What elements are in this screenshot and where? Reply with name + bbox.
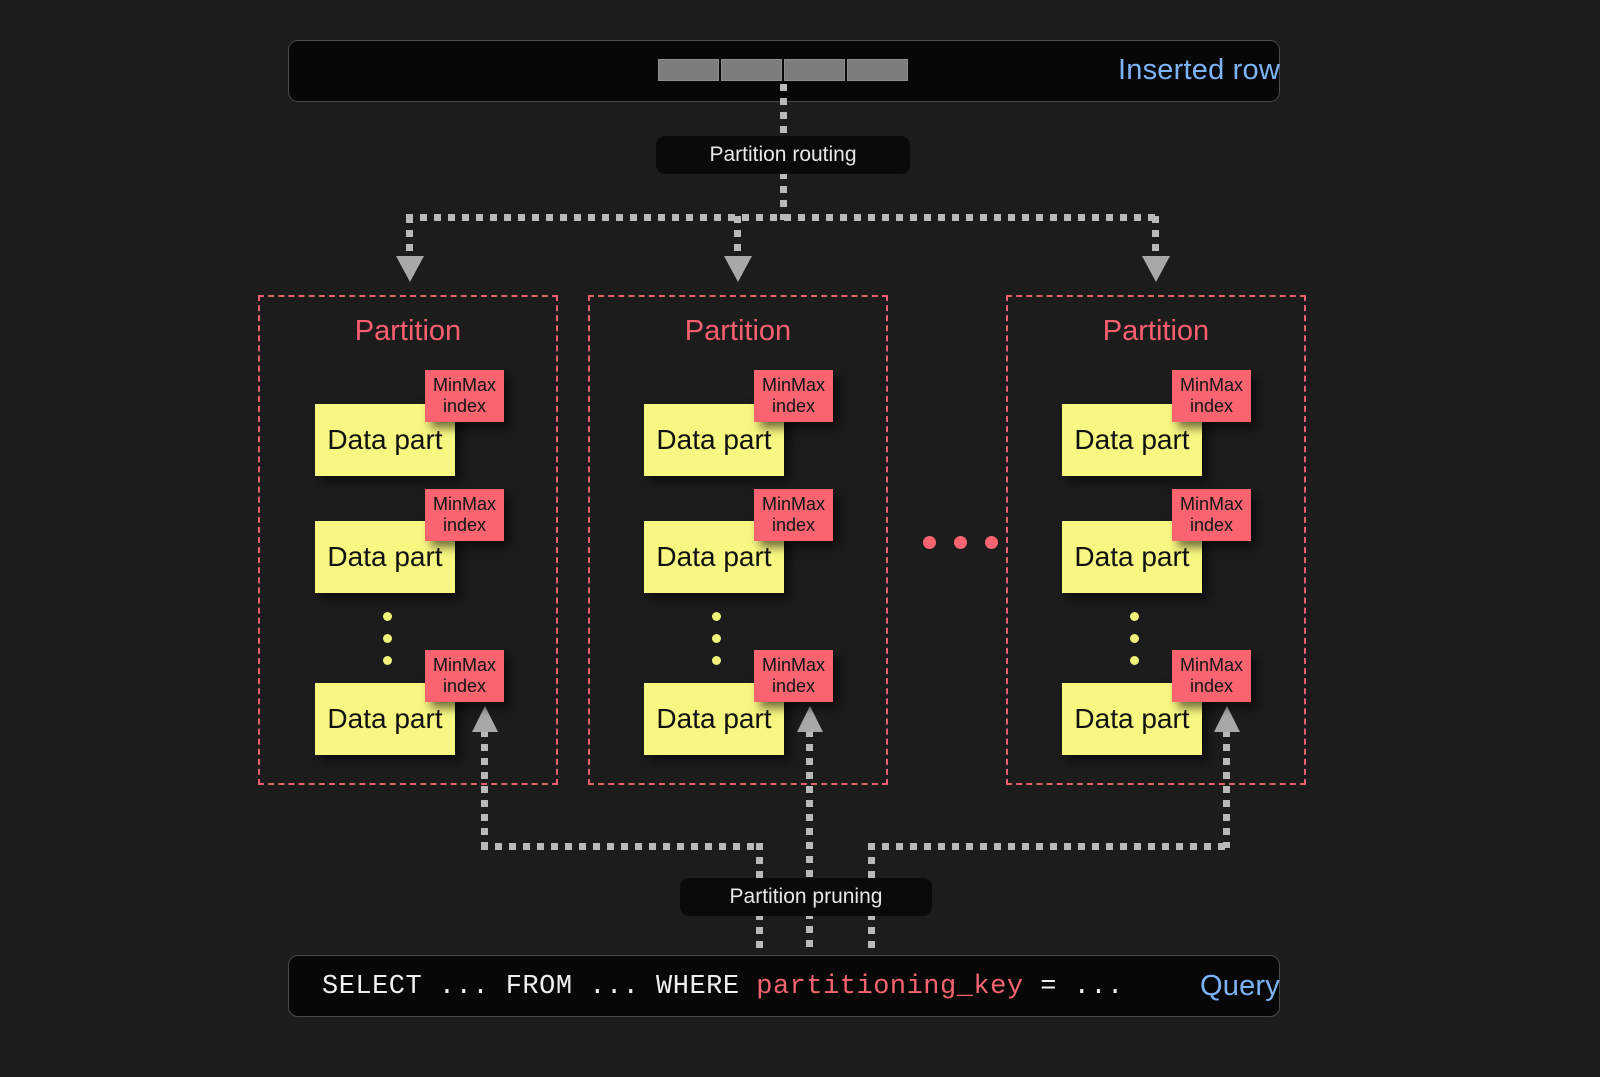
minmax-index-box: MinMax index — [754, 650, 833, 702]
connector-bus-to-partition-2 — [734, 216, 741, 260]
inserted-row-label: Inserted row — [1118, 54, 1280, 86]
connector-pruning-bus-left — [481, 843, 763, 850]
connector-pruning-to-partition-1 — [481, 730, 488, 848]
minmax-index-box: MinMax index — [1172, 370, 1251, 422]
minmax-index-box: MinMax index — [1172, 650, 1251, 702]
query-bar — [288, 955, 1280, 1017]
data-part-ellipsis — [712, 612, 721, 678]
minmax-line-2: index — [442, 676, 487, 696]
minmax-index-box: MinMax index — [425, 650, 504, 702]
minmax-line-1: MinMax — [761, 654, 825, 675]
partition-routing-box: Partition routing — [656, 136, 910, 174]
inserted-row-cells — [658, 59, 908, 81]
partition-title: Partition — [1102, 315, 1210, 347]
sql-partitioning-key: partitioning_key — [756, 972, 1024, 1002]
data-part-box: Data part — [1062, 683, 1202, 755]
minmax-line-2: index — [442, 515, 487, 535]
sql-suffix: = ... — [1023, 972, 1124, 1002]
minmax-line-1: MinMax — [761, 493, 825, 514]
arrow-into-partition-3 — [1142, 256, 1170, 282]
minmax-line-1: MinMax — [432, 493, 496, 514]
minmax-line-1: MinMax — [1179, 374, 1243, 395]
partition-container-3: Partition — [1006, 295, 1306, 785]
data-part-box: Data part — [1062, 521, 1202, 593]
minmax-index-box: MinMax index — [1172, 489, 1251, 541]
arrow-into-partition-1-pruning — [472, 706, 498, 732]
row-cell — [784, 59, 845, 81]
minmax-index-box: MinMax index — [425, 370, 504, 422]
minmax-line-2: index — [1189, 515, 1234, 535]
connector-pruning-bus-right — [868, 843, 1230, 850]
connector-bus-to-partition-1 — [406, 216, 413, 260]
minmax-line-1: MinMax — [1179, 654, 1243, 675]
connector-pruning-to-partition-2 — [806, 730, 813, 953]
data-part-ellipsis — [1130, 612, 1139, 678]
minmax-line-2: index — [771, 396, 816, 416]
connector-insert-to-routing — [780, 84, 787, 140]
partition-pruning-box: Partition pruning — [680, 878, 932, 916]
minmax-line-2: index — [442, 396, 487, 416]
minmax-index-box: MinMax index — [754, 489, 833, 541]
minmax-index-box: MinMax index — [425, 489, 504, 541]
partition-title: Partition — [354, 315, 462, 347]
routing-branch-bus — [406, 214, 1158, 221]
connector-bus-to-partition-3 — [1152, 216, 1159, 260]
minmax-line-2: index — [1189, 396, 1234, 416]
arrow-into-partition-2 — [724, 256, 752, 282]
minmax-line-2: index — [771, 515, 816, 535]
minmax-line-2: index — [1189, 676, 1234, 696]
sql-prefix: SELECT ... FROM ... WHERE — [322, 972, 757, 1002]
minmax-line-2: index — [771, 676, 816, 696]
partition-title: Partition — [684, 315, 792, 347]
partitions-ellipsis — [923, 536, 998, 549]
partition-container-1: Partition — [258, 295, 558, 785]
query-label: Query — [1200, 970, 1280, 1002]
minmax-line-1: MinMax — [432, 374, 496, 395]
arrow-into-partition-2-pruning — [797, 706, 823, 732]
arrow-into-partition-1 — [396, 256, 424, 282]
arrow-into-partition-3-pruning — [1214, 706, 1240, 732]
connector-routing-to-bus — [780, 172, 787, 220]
row-cell — [721, 59, 782, 81]
minmax-line-1: MinMax — [432, 654, 496, 675]
partition-container-2: Partition — [588, 295, 888, 785]
minmax-line-1: MinMax — [761, 374, 825, 395]
minmax-line-1: MinMax — [1179, 493, 1243, 514]
query-sql-text: SELECT ... FROM ... WHERE partitioning_k… — [322, 972, 1124, 1002]
data-part-box: Data part — [315, 404, 455, 476]
row-cell — [847, 59, 908, 81]
data-part-ellipsis — [383, 612, 392, 678]
minmax-index-box: MinMax index — [754, 370, 833, 422]
row-cell — [658, 59, 719, 81]
connector-pruning-to-partition-3 — [1223, 730, 1230, 848]
